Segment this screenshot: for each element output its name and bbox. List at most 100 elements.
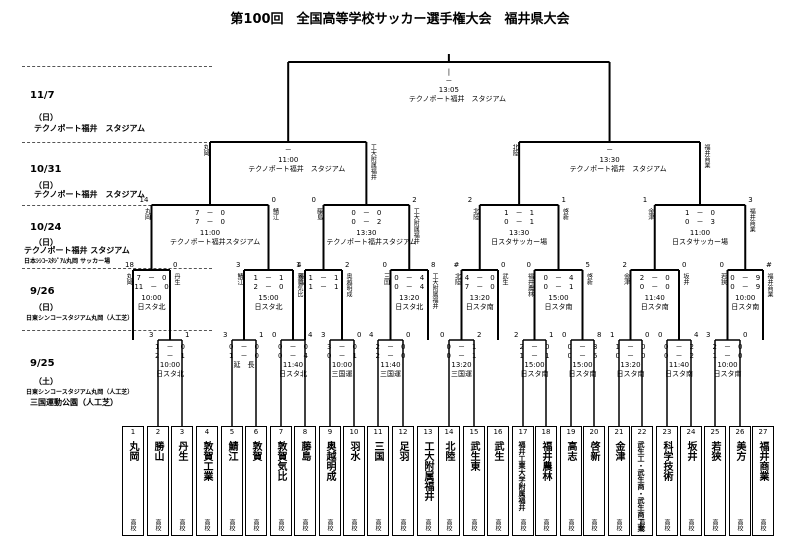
r16-team-left: 鯖江 — [236, 273, 243, 285]
r1-score-2: 0 － 0 — [615, 352, 646, 360]
team-suffix: 高校 — [638, 519, 645, 531]
qf-venue: テクノポート福井スタジアム — [170, 238, 261, 246]
r1-goal-right: 2 — [477, 331, 482, 339]
team-suffix: 高校 — [519, 519, 526, 531]
r1-goal-left: 3 — [321, 331, 326, 339]
team-name: 福井工業大学附属福井 — [518, 441, 526, 511]
r16-score-1: 0 － 4 — [394, 274, 425, 282]
team-number: 22 — [637, 428, 647, 436]
qf-time: 13:30 — [509, 229, 530, 237]
r1-score-2: 0 － 1 — [446, 352, 477, 360]
team-number: 8 — [302, 428, 308, 436]
r16-goal-right: 0 — [173, 261, 178, 269]
team-name: 北陸 — [443, 441, 454, 461]
r1-goal-right: 0 — [357, 331, 362, 339]
venue-r1-2: 三国運動公園（人工芝） — [30, 398, 118, 407]
qf-goal-right: 0 — [271, 196, 276, 204]
team-name: 啓新 — [588, 441, 599, 461]
r16-venue: 日スタ南 — [544, 303, 573, 311]
r16-goal-left: 18 — [125, 261, 134, 269]
venue-qf: テクノポート福井 スタジアム — [24, 246, 130, 255]
r1-time: 10:00 — [717, 361, 738, 369]
team-name: 敦賀 — [250, 441, 261, 461]
team-suffix: 高校 — [470, 519, 477, 531]
team-number: 12 — [398, 428, 408, 436]
sf-score: － — [606, 146, 614, 154]
team-suffix: 高校 — [350, 519, 357, 531]
team-number: 26 — [735, 428, 745, 436]
team-name: 美方 — [734, 441, 745, 461]
qf-score-1: 7 － 0 — [195, 209, 225, 217]
qf-team-left: 金津 — [646, 208, 654, 220]
r16-score-2: 0 － 0 — [639, 283, 670, 291]
final-venue: テクノポート福井 スタジアム — [408, 95, 506, 103]
qf-goal-left: 0 — [311, 196, 316, 204]
r16-goal-left: 0 — [382, 261, 387, 269]
r16-team-right: 坂井 — [682, 273, 689, 285]
r1-goal-left: 4 — [369, 331, 374, 339]
r1-time: 11:40 — [282, 361, 304, 369]
r16-score-2: 0 － 4 — [394, 283, 425, 291]
r1-score-1: 2 － 0 — [519, 343, 550, 351]
final-time: 13:05 — [438, 86, 459, 94]
team-name: 敦賀気比 — [275, 441, 286, 481]
r1-time: 11:40 — [380, 361, 401, 369]
r1-score-1: 3 － 0 — [327, 343, 357, 351]
r1-venue: 日スタ南 — [520, 370, 549, 378]
r1-venue: 三国運 — [380, 370, 401, 378]
qf-team-right: 鯖江 — [271, 208, 279, 220]
team-number: 16 — [493, 428, 503, 436]
r16-team-left: 丸岡 — [125, 273, 132, 285]
r16-goal-left: # — [453, 261, 460, 269]
r16-score-2: 0 － 1 — [543, 283, 574, 291]
team-suffix: 高校 — [228, 519, 235, 531]
r16-score-1: 0 － 9 — [730, 274, 761, 282]
team-number: 27 — [758, 428, 768, 436]
r16-goal-right: 0 — [501, 261, 506, 269]
divider — [22, 268, 212, 269]
day-semi: （日） — [34, 181, 58, 190]
r1-score-2: 0 － 1 — [327, 352, 357, 360]
r16-venue: 日スタ北 — [395, 303, 424, 311]
team-name: 丸岡 — [127, 441, 138, 461]
team-name: 若狭 — [709, 441, 720, 461]
team-number: 23 — [662, 428, 672, 436]
r16-score-2: 2 － 0 — [253, 283, 284, 291]
sf-score: － — [284, 146, 292, 154]
team-suffix: 高校 — [494, 519, 501, 531]
r16-time: 15:00 — [548, 294, 569, 302]
r1-goal-right: 0 — [645, 331, 650, 339]
r1-score-1: 0 － 0 — [229, 343, 259, 351]
sf-team-right: 福井商業 — [703, 144, 710, 168]
team-suffix: 高校 — [326, 519, 333, 531]
date-r16: 9/26 — [30, 286, 55, 297]
qf-score-2: 0 － 3 — [685, 218, 715, 226]
r1-venue: 三国運 — [331, 370, 353, 378]
r1-goal-right: 1 — [549, 331, 554, 339]
date-semi: 10/31 — [30, 164, 62, 175]
team-number: 19 — [566, 428, 576, 436]
r1-score-1: 0 － 0 — [278, 343, 308, 351]
divider — [22, 66, 212, 67]
team-suffix: 高校 — [687, 519, 694, 531]
sf-team-left: 丸岡 — [202, 144, 209, 156]
r1-time: 10:00 — [331, 361, 353, 369]
r1-score-1: 1 － 0 — [155, 343, 185, 351]
team-name: 敦賀工業 — [201, 441, 212, 481]
r1-goal-left: 0 — [272, 331, 277, 339]
r16-team-right: 福井商業 — [766, 273, 773, 297]
venue-final: テクノポート福井 スタジアム — [34, 124, 145, 133]
qf-goal-right: 1 — [561, 196, 566, 204]
r1-goal-right: 4 — [694, 331, 699, 339]
r1-venue: 日スタ南 — [713, 370, 742, 378]
date-r1: 9/25 — [30, 358, 55, 369]
team-suffix: 高校 — [663, 519, 670, 531]
